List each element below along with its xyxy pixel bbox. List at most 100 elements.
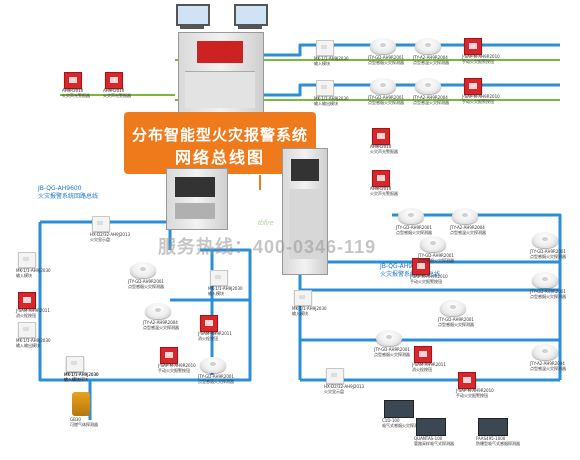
device-l-m2-module-icon xyxy=(18,322,36,338)
device-desc: 输入模块 xyxy=(64,377,80,382)
device-top-c2-detector-icon xyxy=(370,78,396,94)
device-mid-r1-alarm-button-icon xyxy=(372,128,390,145)
title-banner: 分布智能型火灾报警系统 网络总线图 xyxy=(124,112,316,174)
device-desc: 输入输出模块 xyxy=(16,343,40,348)
device-desc: 消火栓按钮 xyxy=(412,367,432,372)
panel-right xyxy=(282,148,328,275)
device-code: J-SAP-M-AH9R2010 xyxy=(462,54,500,59)
device-l-m5-module-icon xyxy=(210,270,228,286)
device-code: JTY-A2-AH9R2004 xyxy=(413,55,448,60)
device-desc: 输入模块 xyxy=(314,61,330,66)
device-code: JTY-GD-AH9R2001 xyxy=(396,225,432,230)
device-desc: 点型感烟火灾探测器 xyxy=(368,100,404,105)
device-r-q1-module-icon xyxy=(416,418,446,436)
device-l-gas-module-icon xyxy=(72,392,90,416)
device-code: J-SAP-M-AH9R2010 xyxy=(462,94,500,99)
device-top-b1-module-icon xyxy=(316,40,334,56)
hotline-text: 服务热线：400-0346-119 xyxy=(158,237,377,257)
device-desc: 防爆型吸气式感烟探测器 xyxy=(476,441,520,446)
device-desc: 点型感烟火灾探测器 xyxy=(530,294,566,299)
title-line2: 网络总线图 xyxy=(174,150,265,167)
device-code: JTY-GD-AH9R2001 xyxy=(530,249,566,254)
device-code: JTY-GD-AH9R2001 xyxy=(530,289,566,294)
loop-name-left: JB-QG-AH9600 xyxy=(38,185,82,192)
device-code: AH9R2010 xyxy=(103,88,125,93)
device-desc: 点型感烟火灾探测器 xyxy=(198,379,234,384)
device-desc: 输入模块 xyxy=(16,273,32,278)
device-desc: 火灾声光警报器 xyxy=(62,93,90,98)
device-code: J-SAM-AH9R2011 xyxy=(16,308,50,313)
device-desc: 输入输出模块 xyxy=(64,377,88,382)
monitor-left xyxy=(172,2,210,32)
device-code: JTY-GD-AH9R2001 xyxy=(418,253,454,258)
device-desc: 点型感烟火灾探测器 xyxy=(438,322,474,327)
panel-left xyxy=(166,168,228,230)
device-top-b2-detector-icon xyxy=(370,38,396,54)
device-desc: 点型感烟火灾探测器 xyxy=(374,352,410,357)
device-code: MK-1/1-AH9J2030 xyxy=(64,372,99,377)
device-desc: 输入模块 xyxy=(292,311,308,316)
device-r-r2-alarm-button-icon xyxy=(414,346,432,363)
device-desc: 手动火灾报警按钮 xyxy=(456,393,488,398)
device-code: MK-1/1-AH9J2030 xyxy=(292,306,327,311)
device-mid-r2-alarm-button-icon xyxy=(372,170,390,187)
device-desc: 点型感温火灾探测器 xyxy=(530,366,566,371)
device-r-r1-alarm-button-icon xyxy=(412,258,430,275)
device-code: MK-1/1-AH9J2030 xyxy=(314,96,349,101)
device-l-m4-module-icon xyxy=(66,356,84,372)
device-desc: 输入模块 xyxy=(208,291,224,296)
device-code: GB30 xyxy=(70,417,81,422)
device-code: JTY-GD-AH9R2001 xyxy=(438,317,474,322)
device-r-det5-detector-icon xyxy=(532,272,558,288)
loop-name-right: JB-QG-AH9600 xyxy=(380,263,424,270)
device-desc: 火灾显示盘 xyxy=(90,237,110,242)
device-desc: 消火栓按钮 xyxy=(16,313,36,318)
device-desc: 管路采样吸气式探测器 xyxy=(414,441,454,446)
watermark-text: tbfire xyxy=(258,220,274,227)
device-code: J-SAP-M-AH9R2010 xyxy=(158,363,196,368)
device-top-c1-module-icon xyxy=(316,80,334,96)
device-desc: 点型感温火灾探测器 xyxy=(143,325,179,330)
device-code: MK-1/1-AH9J2030 xyxy=(314,56,349,61)
device-desc: 手动火灾报警按钮 xyxy=(410,279,442,284)
device-code: J-SAP-M-AH9R2010 xyxy=(410,274,448,279)
device-desc: 点型感烟火灾探测器 xyxy=(128,284,164,289)
device-code: QUANTAS-100 xyxy=(414,436,443,441)
device-code: AH9R2010 xyxy=(370,186,392,191)
device-code: J-SAM-AH9R2011 xyxy=(198,331,232,336)
loop-bus xyxy=(38,43,562,420)
device-desc: 点型感烟火灾探测器 xyxy=(368,60,404,65)
device-top-b3-detector-icon xyxy=(415,38,441,54)
loop-caption-left: 火灾报警系统回路总线 xyxy=(38,193,99,200)
device-desc: 手动火灾报警按钮 xyxy=(462,59,494,64)
device-code: JTY-GD-AH9R2001 xyxy=(368,55,404,60)
device-code: JTY-A2-AH9R2004 xyxy=(530,361,565,366)
device-r-det6-detector-icon xyxy=(532,344,558,360)
device-code: MK-1/1-AH9J2030 xyxy=(16,338,51,343)
device-desc: 手动火灾报警按钮 xyxy=(158,368,190,373)
device-l-det1-detector-icon xyxy=(130,262,156,278)
device-code: C1D-100 xyxy=(382,418,400,423)
device-top-a1-alarm-button-icon xyxy=(64,72,82,89)
device-desc: 手动火灾报警按钮 xyxy=(462,99,494,104)
device-r-gas-module-icon xyxy=(384,400,414,418)
device-desc: 点型感温火灾探测器 xyxy=(413,60,449,65)
loop-caption-right: 火灾报警系统回路总线 xyxy=(380,271,441,278)
device-r-det2-detector-icon xyxy=(452,208,478,224)
central-console xyxy=(178,32,264,114)
device-r-q2-module-icon xyxy=(478,418,508,436)
device-l-det2-detector-icon xyxy=(145,303,171,319)
device-desc: 火灾声光警报器 xyxy=(103,93,131,98)
device-l-r1-alarm-button-icon xyxy=(18,292,36,309)
device-l-r2-alarm-button-icon xyxy=(160,347,178,364)
device-code: JTY-GD-AH9R2001 xyxy=(198,374,234,379)
device-r-det1-detector-icon xyxy=(398,208,424,224)
device-r-det4-detector-icon xyxy=(420,236,446,252)
device-desc: 消火栓按钮 xyxy=(198,336,218,341)
device-top-c4-alarm-button-icon xyxy=(464,78,482,95)
device-code: HX-D2/32-AH9J2013 xyxy=(90,232,131,237)
device-code: AH9R2010 xyxy=(62,88,84,93)
device-desc: 吸气式感烟火灾探测器 xyxy=(382,423,422,428)
device-code: JTY-A2-AH9R2004 xyxy=(143,320,178,325)
